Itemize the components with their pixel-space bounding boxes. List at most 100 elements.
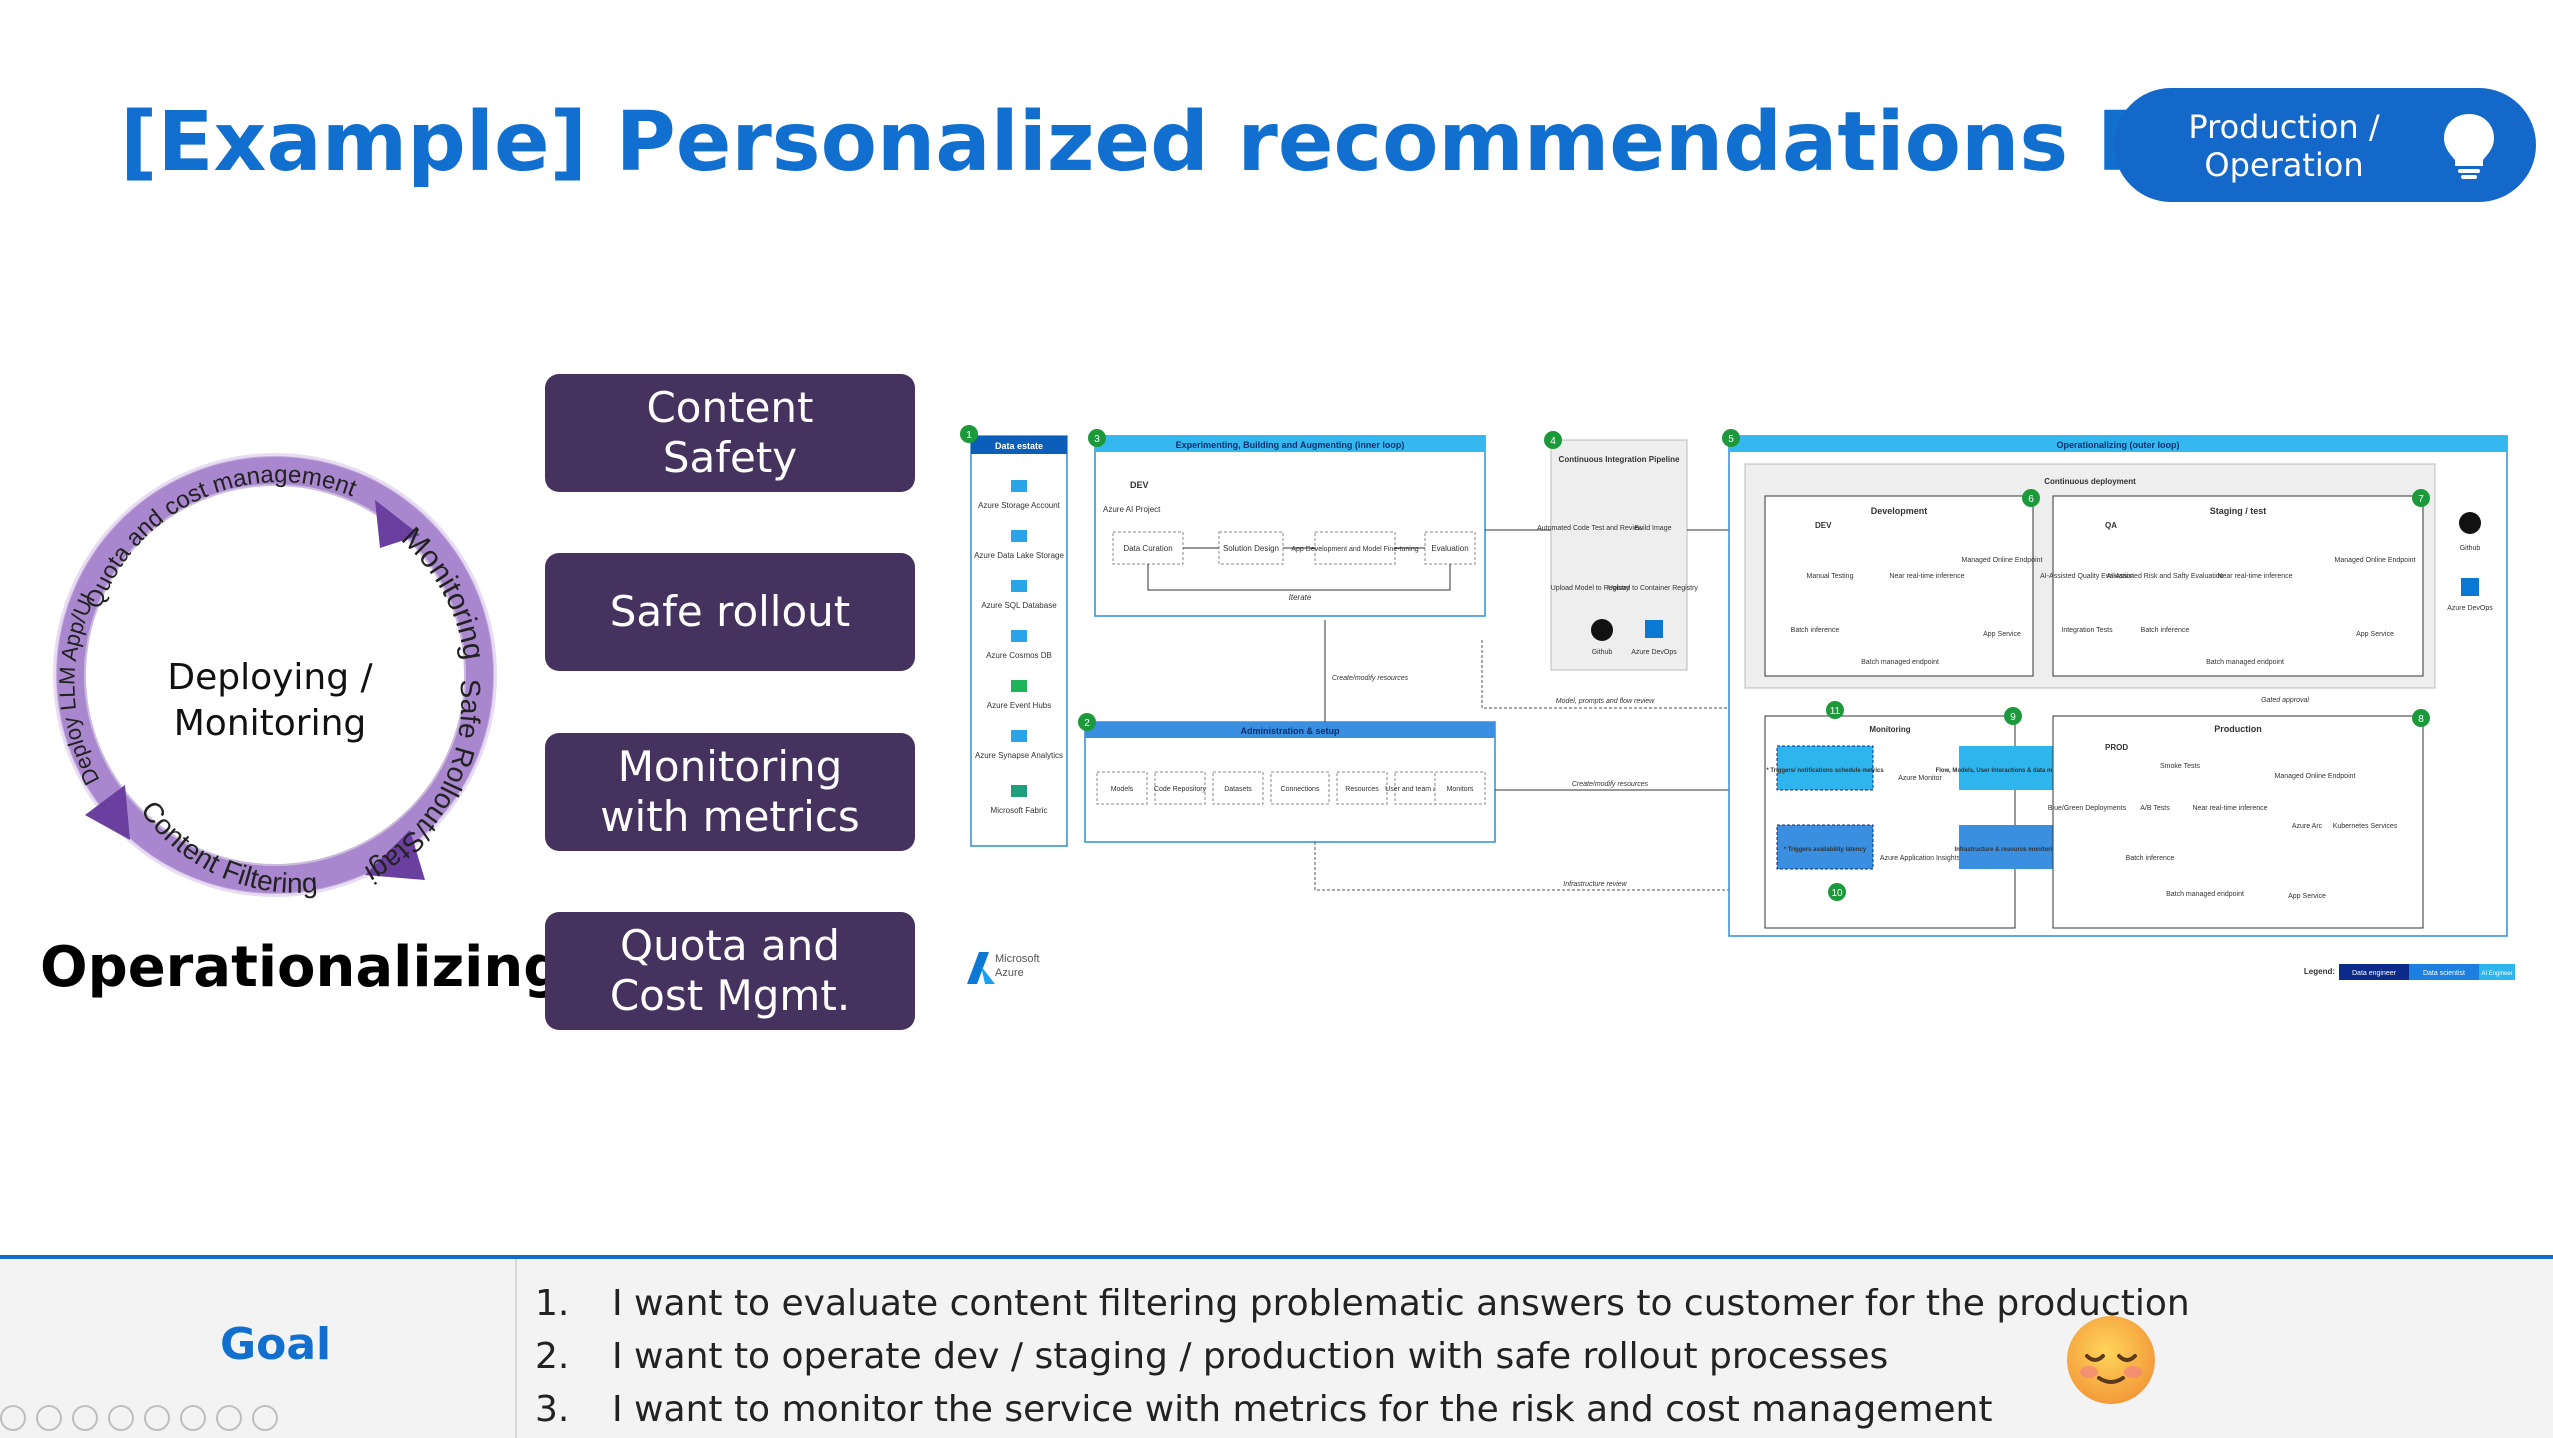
data-estate-items: Azure Storage Account Azure Data Lake St… [974, 480, 1064, 815]
production-title: Production [2214, 724, 2262, 734]
staging-item: AI-Assisted Risk and Safty Evaluation [2106, 573, 2223, 580]
production-item: Batch managed endpoint [2166, 891, 2244, 898]
ci-panel: 4 Continuous Integration Pipeline Automa… [1537, 431, 1698, 671]
production-item: Blue/Green Deployments [2048, 805, 2127, 812]
inner-loop-project: Azure AI Project [1103, 505, 1161, 514]
admin-item: Datasets [1224, 786, 1252, 793]
badge-line-2: Operation [2204, 146, 2364, 184]
dev-item: Batch managed endpoint [1861, 659, 1939, 666]
production-item: Azure Arc [2292, 823, 2323, 830]
outer-loop-panel: Operationalizing (outer loop) 5 Continuo… [1722, 429, 2508, 937]
cd-title: Continuous deployment [2044, 477, 2136, 486]
svg-text:4: 4 [1550, 436, 1556, 447]
github-side-icon [2459, 512, 2481, 534]
legend-item: Data scientist [2423, 970, 2465, 977]
svg-text:9: 9 [2010, 712, 2016, 723]
dev-item: Managed Online Endpoint [1962, 557, 2043, 564]
goal-text: I want to operate dev / staging / produc… [612, 1336, 1889, 1377]
staging-item: Batch managed endpoint [2206, 659, 2284, 666]
ci-item: Upload Model to Registry [1551, 585, 1630, 592]
goal-label: Goal [220, 1319, 332, 1370]
inner-step: Data Curation [1123, 544, 1172, 553]
dev-title: Development [1871, 506, 1928, 516]
side-github-label: Github [2460, 545, 2481, 552]
admin-item: Code Repository [1154, 786, 1207, 793]
data-estate-item: Azure Cosmos DB [986, 651, 1052, 660]
admin-title: Administration & setup [1240, 726, 1340, 736]
inner-loop-panel: Experimenting, Building and Augmenting (… [1088, 429, 1486, 617]
pill-line: with metrics [600, 792, 860, 841]
model-review-label: Model, prompts and flow review [1556, 698, 1655, 705]
monitoring-item: Azure Application Insights [1880, 855, 1961, 862]
goals-bar: Goal 1. I want to evaluate content filte… [0, 1255, 2553, 1438]
data-estate-item: Azure Synapse Analytics [975, 751, 1063, 760]
cycle-center-text: Deploying / Monitoring [120, 655, 420, 747]
legend-item: AI Engineer [2481, 971, 2512, 977]
next-slide-icon[interactable] [36, 1405, 62, 1431]
ci-github: Github [1592, 649, 1613, 656]
production-item: Batch inference [2126, 855, 2175, 862]
production-item: App Service [2288, 893, 2326, 900]
camera-icon[interactable] [216, 1405, 242, 1431]
slides-icon[interactable] [108, 1405, 134, 1431]
legend-item: Data engineer [2352, 970, 2397, 977]
azure-devops-side-icon [2461, 578, 2479, 596]
iterate-label: Iterate [1289, 593, 1312, 602]
architecture-diagram: Data estate 1 Azure Storage Account Azur… [960, 425, 2515, 980]
dev-item: App Service [1983, 631, 2021, 638]
svg-text:3: 3 [1094, 434, 1100, 445]
staging-item: Integration Tests [2061, 627, 2113, 634]
dev-item: Manual Testing [1807, 573, 1854, 580]
pill-line: Cost Mgmt. [609, 971, 851, 1020]
pill-safe-rollout: Safe rollout [545, 553, 915, 671]
pill-line: Quota and [620, 921, 840, 970]
goal-text: I want to evaluate content filtering pro… [612, 1283, 2190, 1324]
monitoring-item: * Triggers availability latency [1784, 847, 1867, 853]
microsoft-azure-logo: Microsoft Azure [967, 952, 1040, 984]
create-modify-label: Create/modify resources [1332, 675, 1409, 682]
github-icon [1591, 619, 1613, 641]
ci-item: Automated Code Test and Review [1537, 525, 1644, 532]
production-item: Smoke Tests [2160, 763, 2200, 770]
admin-item: Resources [1345, 786, 1379, 793]
svg-text:5: 5 [1728, 434, 1734, 445]
staging-env: QA [2105, 521, 2117, 530]
badge-line-1: Production / [2188, 108, 2380, 146]
cycle-arrow-1 [375, 500, 420, 548]
inner-step: App Development and Model Fine-tuning [1291, 546, 1418, 553]
more-icon[interactable] [252, 1405, 278, 1431]
data-estate-item: Azure Event Hubs [987, 701, 1051, 710]
brand-line-1: Microsoft [995, 953, 1040, 965]
legend: Legend: Data engineer Data scientist AI … [2304, 964, 2515, 980]
goal-divider [515, 1259, 517, 1438]
monitoring-item: Azure Monitor [1898, 775, 1942, 782]
create-modify-label-2: Create/modify resources [1572, 781, 1649, 788]
ci-title: Continuous Integration Pipeline [1559, 455, 1680, 464]
outer-loop-title: Operationalizing (outer loop) [2057, 440, 2180, 450]
svg-text:11: 11 [1830, 706, 1841, 717]
inner-loop-title: Experimenting, Building and Augmenting (… [1176, 440, 1405, 450]
cycle-center-line-1: Deploying / [167, 657, 373, 698]
zoom-icon[interactable] [144, 1405, 170, 1431]
goal-number: 3. [535, 1389, 570, 1430]
subtitles-icon[interactable] [180, 1405, 206, 1431]
data-estate-item: Microsoft Fabric [991, 806, 1048, 815]
svg-text:7: 7 [2418, 494, 2424, 505]
dev-item: Near real-time inference [1889, 573, 1964, 580]
prev-slide-icon[interactable] [0, 1405, 26, 1431]
lightbulb-icon [2444, 114, 2494, 179]
cycle-center-line-2: Monitoring [173, 703, 367, 744]
dev-env: DEV [1815, 521, 1832, 530]
legend-title: Legend: [2304, 967, 2335, 976]
goal-number: 1. [535, 1283, 570, 1324]
production-operation-badge: Production / Operation [2114, 88, 2536, 202]
pen-icon[interactable] [72, 1405, 98, 1431]
svg-text:1: 1 [966, 430, 972, 441]
svg-text:8: 8 [2418, 714, 2424, 725]
ci-item: Build Image [1635, 525, 1672, 532]
monitoring-item: * Triggers/ notifications schedule metri… [1766, 768, 1884, 774]
staging-item: Batch inference [2141, 627, 2190, 634]
staging-item: Managed Online Endpoint [2335, 557, 2416, 564]
presentation-toolbar [0, 1405, 278, 1433]
